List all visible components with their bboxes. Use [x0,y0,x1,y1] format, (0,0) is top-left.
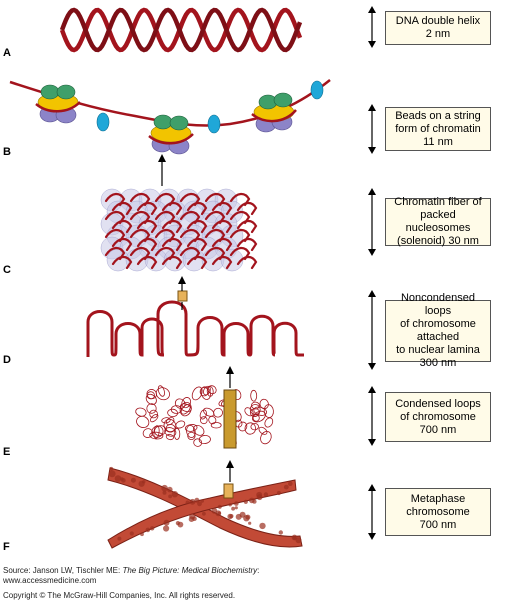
arrow-e-to-d [226,366,234,388]
panel-letter-a: A [3,47,11,59]
arrow-f-to-e [226,460,234,482]
linker-protein [96,112,110,132]
source-citation: Source: Janson LW, Tischler ME: The Big … [3,566,260,585]
panel-letter-c: C [3,264,11,276]
lamina-attachment [177,290,188,302]
nucleosome-center [148,114,194,155]
nucleosome-left [35,84,81,124]
panel-letter-b: B [3,146,11,158]
label-metaphase-chromosome: Metaphase chromosome 700 nm [385,488,491,536]
centromere-marker [223,483,234,499]
label-condensed-loops: Condensed loops of chromosome 700 nm [385,392,491,442]
metaphase-chromosome [107,466,303,549]
panel-letter-f: F [3,541,10,553]
panel-letter-d: D [3,354,11,366]
label-solenoid: Chromatin fiber of packed nucleosomes (s… [385,196,491,247]
copyright-notice: Copyright © The McGraw-Hill Companies, I… [3,591,236,600]
label-beads-on-string: Beads on a string form of chromatin 11 n… [385,107,491,151]
nucleosome-right [251,92,297,133]
source-url: www.accessmedicine.com [3,576,97,585]
label-dna-double-helix: DNA double helix 2 nm [385,11,491,45]
arrow-d-to-c [178,276,186,291]
label-noncondensed-loops: Noncondensed loops of chromosome attache… [385,292,491,369]
arrow-c-to-b [158,154,166,186]
solenoid-fiber [100,188,258,272]
condensed-loops [135,385,274,447]
panel-letter-e: E [3,446,11,458]
noncondensed-loops [86,290,304,358]
chromatin-diagram [9,6,376,549]
linker-protein [207,114,221,134]
linker-protein [310,80,324,100]
scale-brackets [368,6,376,540]
dna-double-helix [59,7,303,53]
condensed-band [223,389,237,449]
beads-on-string [9,79,331,155]
